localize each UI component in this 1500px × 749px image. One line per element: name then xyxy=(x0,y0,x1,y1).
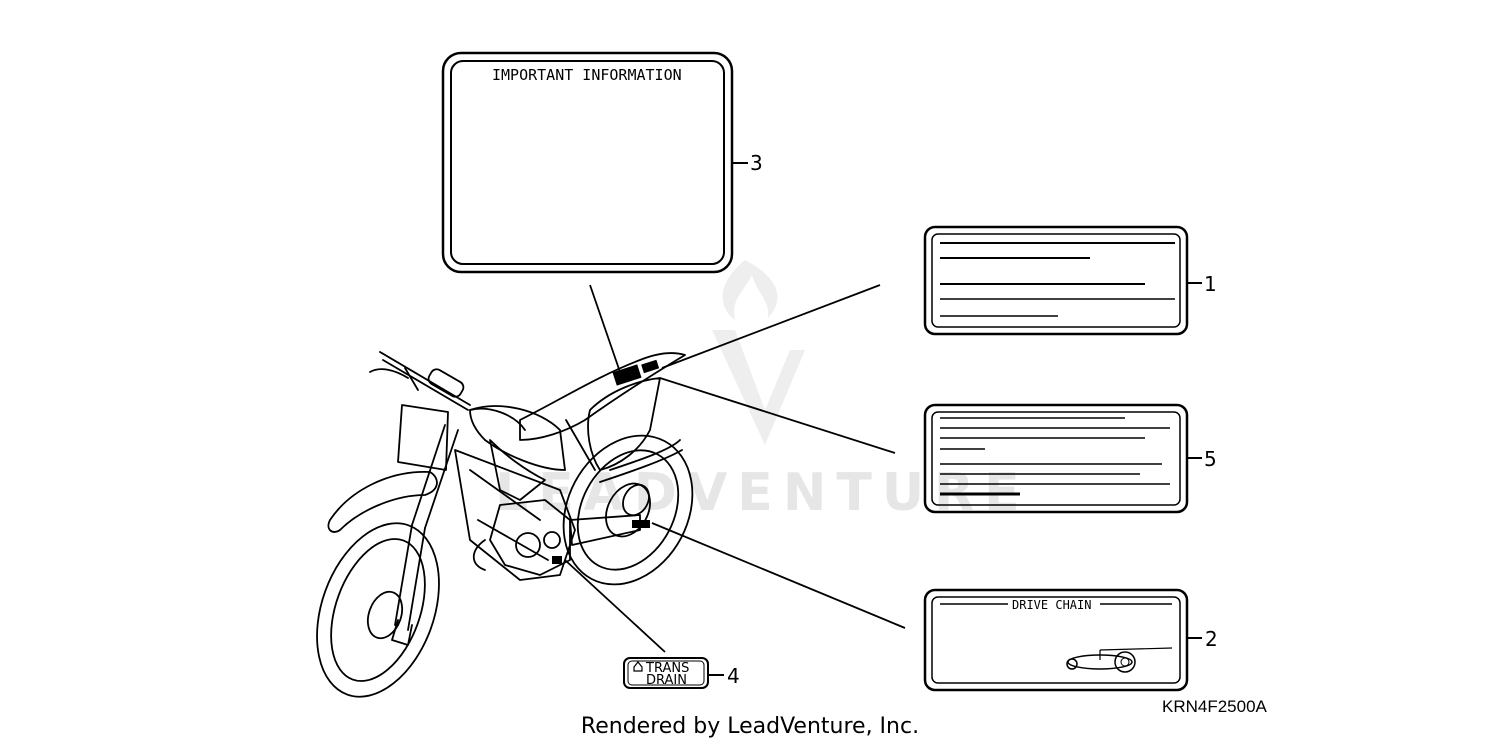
label-4-line1: TRANS xyxy=(645,661,689,676)
label-3-title: IMPORTANT INFORMATION xyxy=(492,66,682,84)
label-2-drive-chain[interactable]: DRIVE CHAIN xyxy=(923,588,1189,692)
diagram-code: KRN4F2500A xyxy=(1162,697,1267,716)
label-4-line2: DRAIN xyxy=(646,673,687,688)
leader-lines xyxy=(564,284,906,653)
motorcycle-illustration xyxy=(316,351,694,698)
label-4-trans-drain[interactable]: TRANS DRAIN xyxy=(623,657,709,689)
callout-4: 4 xyxy=(727,664,740,688)
callout-5: 5 xyxy=(1204,447,1217,471)
callout-3: 3 xyxy=(750,151,763,175)
callout-1: 1 xyxy=(1204,272,1217,296)
chain-icon xyxy=(1066,647,1173,673)
callout-2: 2 xyxy=(1205,627,1218,651)
label-2-title: DRIVE CHAIN xyxy=(1012,598,1091,612)
oil-drop-icon xyxy=(633,661,643,672)
footer-credit: Rendered by LeadVenture, Inc. xyxy=(580,714,920,739)
label-1[interactable] xyxy=(923,225,1189,336)
label-3-important-information[interactable]: IMPORTANT INFORMATION xyxy=(441,51,734,274)
